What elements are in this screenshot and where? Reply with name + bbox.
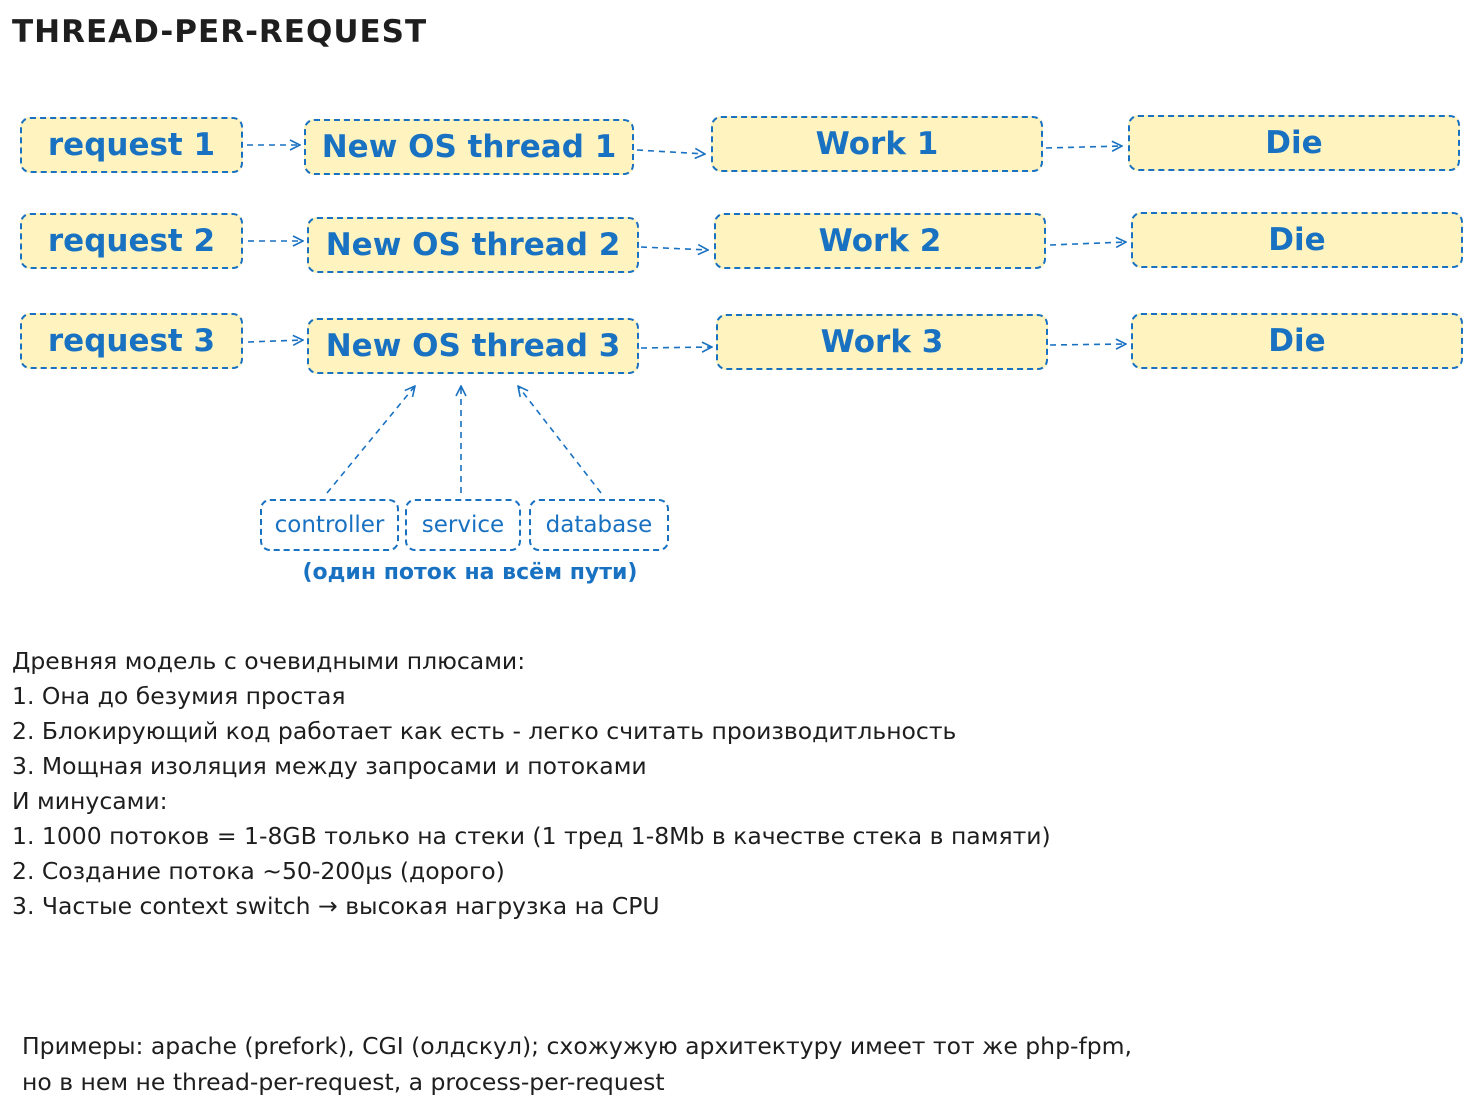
- request-1-box: request 1: [20, 117, 243, 173]
- request-2-box: request 2: [20, 213, 243, 269]
- thread-3-label: New OS thread 3: [325, 328, 621, 364]
- die-3-label: Die: [1268, 323, 1326, 359]
- arrow-work1-to-die1: [1045, 146, 1122, 148]
- die-2-box: Die: [1131, 212, 1463, 268]
- notes-line: И минусами:: [12, 787, 168, 815]
- notes-line: 3. Частые context switch → высокая нагру…: [12, 892, 660, 920]
- notes-line: Древняя модель с очевидными плюсами:: [12, 647, 526, 675]
- request-3-label: request 3: [47, 323, 216, 359]
- work-1-label: Work 1: [815, 126, 939, 162]
- request-2-label: request 2: [47, 223, 216, 259]
- work-2-box: Work 2: [714, 213, 1046, 269]
- arrow-thread2-to-work2: [640, 247, 708, 250]
- service-box: service: [405, 499, 521, 551]
- layers-caption: (один поток на всём пути): [302, 560, 638, 585]
- notes-list: Древняя модель с очевидными плюсами: 1. …: [12, 644, 1051, 924]
- thread-1-box: New OS thread 1: [304, 119, 634, 175]
- thread-1-label: New OS thread 1: [321, 129, 617, 165]
- thread-2-label: New OS thread 2: [325, 227, 621, 263]
- diagram-title: THREAD-PER-REQUEST: [12, 14, 428, 50]
- die-2-label: Die: [1268, 222, 1326, 258]
- request-3-box: request 3: [20, 313, 243, 369]
- service-label: service: [421, 512, 505, 538]
- examples-text: Примеры: apache (prefork), CGI (олдскул)…: [22, 1028, 1132, 1100]
- arrow-database-to-thread3: [518, 386, 602, 494]
- work-2-label: Work 2: [818, 223, 942, 259]
- notes-line: 3. Мощная изоляция между запросами и пот…: [12, 752, 647, 780]
- die-1-label: Die: [1265, 125, 1323, 161]
- die-3-box: Die: [1131, 313, 1463, 369]
- request-1-label: request 1: [47, 127, 216, 163]
- arrow-work3-to-die3: [1049, 344, 1126, 345]
- notes-line: 1. 1000 потоков = 1-8GB только на стеки …: [12, 822, 1051, 850]
- notes-line: 2. Создание потока ~50-200μs (дорого): [12, 857, 505, 885]
- controller-label: controller: [274, 512, 385, 538]
- examples-line: но в нем не thread-per-request, а proces…: [22, 1068, 665, 1096]
- database-box: database: [529, 499, 669, 551]
- arrow-controller-to-thread3: [326, 386, 415, 494]
- arrow-request3-to-thread3: [247, 340, 303, 342]
- examples-line: Примеры: apache (prefork), CGI (олдскул)…: [22, 1032, 1133, 1060]
- notes-line: 1. Она до безумия простая: [12, 682, 346, 710]
- notes-line: 2. Блокирующий код работает как есть - л…: [12, 717, 957, 745]
- arrow-work2-to-die2: [1049, 242, 1126, 245]
- arrow-thread1-to-work1: [636, 150, 705, 154]
- work-1-box: Work 1: [711, 116, 1043, 172]
- controller-box: controller: [260, 499, 399, 551]
- die-1-box: Die: [1128, 115, 1460, 171]
- work-3-label: Work 3: [820, 324, 944, 360]
- thread-3-box: New OS thread 3: [307, 318, 639, 374]
- thread-2-box: New OS thread 2: [307, 217, 639, 273]
- work-3-box: Work 3: [716, 314, 1048, 370]
- database-label: database: [545, 512, 653, 538]
- arrow-thread3-to-work3: [640, 347, 712, 348]
